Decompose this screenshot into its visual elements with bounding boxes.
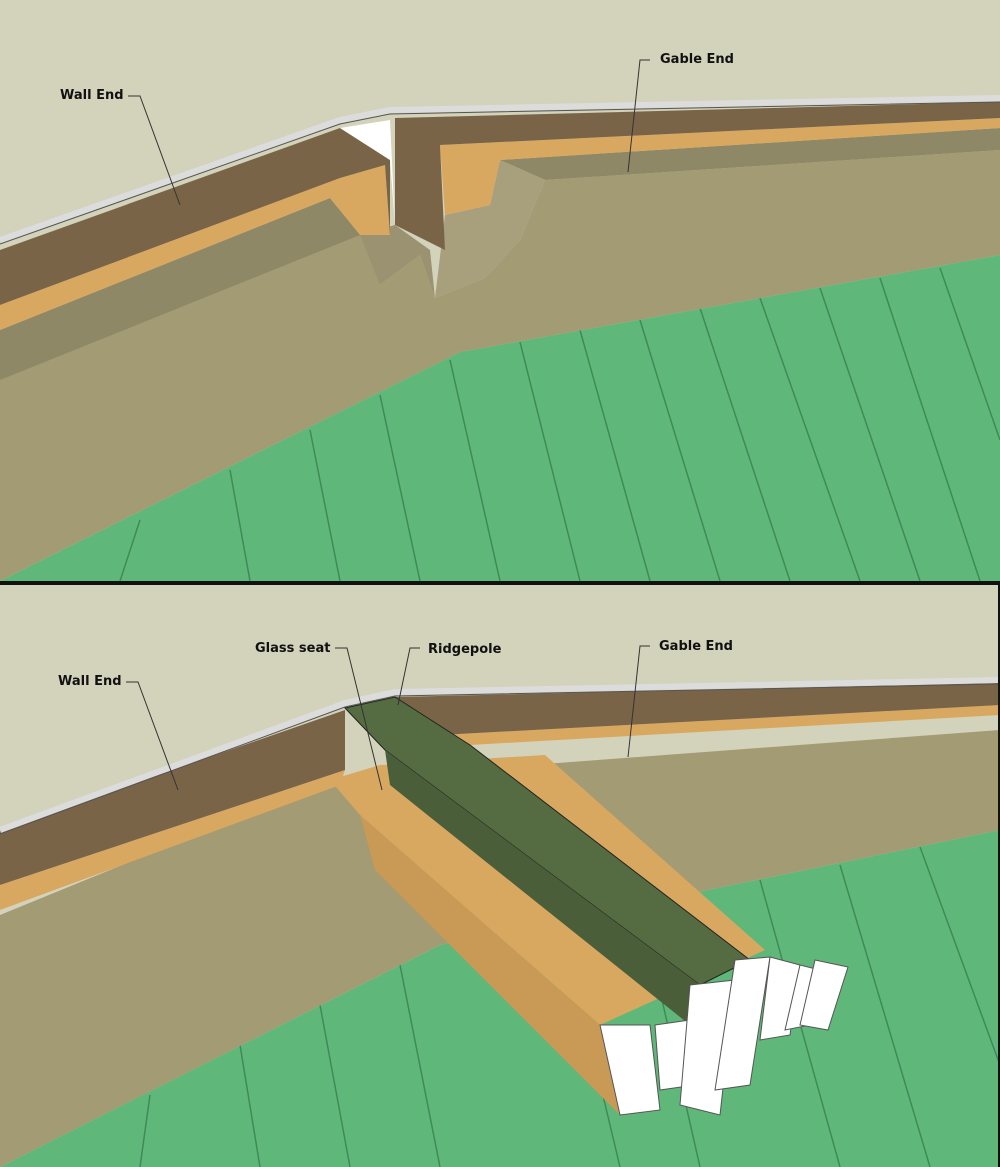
wall-osb xyxy=(0,770,345,910)
wall-osb xyxy=(0,165,390,330)
bottom-panel-with-ridgepole: Wall End Glass seat Ridgepole Gable End xyxy=(0,585,1000,1167)
leader-wall-end xyxy=(128,95,181,206)
label-ridgepole: Ridgepole xyxy=(428,642,502,657)
roof-edge xyxy=(0,677,998,833)
leader-gable-end xyxy=(627,645,650,758)
label-wall-end: Wall End xyxy=(60,88,124,103)
label-wall-end: Wall End xyxy=(58,674,122,689)
gable-osb xyxy=(440,705,998,745)
wall-beam-top xyxy=(0,198,360,380)
leader-wall-end xyxy=(126,681,179,791)
bottom-3d-model xyxy=(0,645,998,1167)
top-3d-model xyxy=(0,59,1000,581)
white-end-boards xyxy=(654,956,849,1116)
panel-divider xyxy=(0,581,1000,585)
ridgepole-side xyxy=(385,750,700,1025)
glass-seat-side xyxy=(360,815,620,1115)
wall-fascia xyxy=(0,710,345,885)
wall-fascia xyxy=(0,128,390,305)
glass-seat-end xyxy=(599,1024,661,1116)
label-gable-end: Gable End xyxy=(660,52,734,67)
gap xyxy=(340,120,395,225)
leader-ridgepole xyxy=(397,647,420,706)
gable-fascia xyxy=(395,102,1000,250)
top-panel-wall-to-gable-joint: Wall End Gable End xyxy=(0,0,1000,581)
gable-osb xyxy=(440,118,1000,215)
wall-beam xyxy=(0,730,998,1167)
label-glass-seat: Glass seat xyxy=(255,641,331,656)
leader-gable-end xyxy=(627,59,650,173)
roof-edge xyxy=(0,95,1000,243)
label-gable-end: Gable End xyxy=(659,639,733,654)
leader-glass-seat xyxy=(335,647,383,791)
notch-faces xyxy=(360,225,435,298)
gable-fascia xyxy=(395,683,998,735)
green-board-wall xyxy=(0,255,1000,581)
gable-beam-top xyxy=(500,128,1000,180)
wall-board-lines xyxy=(119,267,1000,581)
gable-notch xyxy=(435,160,545,298)
